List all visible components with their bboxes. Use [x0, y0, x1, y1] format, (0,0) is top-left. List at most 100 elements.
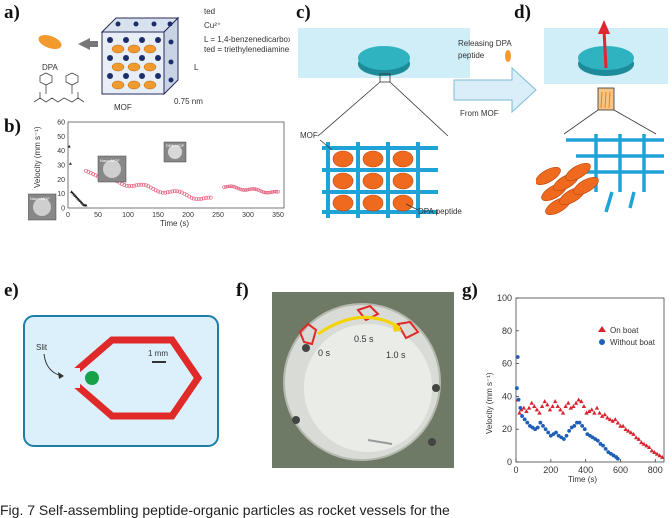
- panel-c-dpa-label: DPA peptide: [418, 207, 462, 216]
- data-point-without-boat: [580, 424, 584, 428]
- panel-e-frame: [24, 316, 218, 446]
- inset-label-3: Nano-MOF: [30, 196, 50, 201]
- y-tick-label: 60: [502, 359, 512, 369]
- legend-without-boat: Without boat: [610, 338, 656, 347]
- dpa-label: DPA: [42, 63, 59, 72]
- thrust-arrow-icon: [598, 20, 610, 34]
- panel-b-x-tick: 250: [212, 212, 224, 219]
- panel-b-x-tick: 100: [122, 212, 134, 219]
- inset-label-2: DPA-MOF: [166, 143, 185, 148]
- data-point-without-boat: [536, 426, 540, 430]
- y-tick-label: 0: [507, 457, 512, 467]
- big-arrow-icon: [454, 68, 536, 112]
- l-label: L: [194, 63, 199, 72]
- scale-label: 1 mm: [148, 349, 168, 358]
- panel-b-x-tick: 300: [242, 212, 254, 219]
- y-tick-label: 20: [502, 424, 512, 434]
- size-label: 0.75 nm: [174, 97, 203, 106]
- data-point-without-boat: [583, 427, 587, 431]
- panel-a-diagram: DPA ted Cu²⁺ L = 1,4-benzenedicarboxylat…: [28, 4, 290, 116]
- panel-c-diagram: MOF DPA peptide: [298, 22, 474, 218]
- panel-d-lattice-icon: [536, 134, 664, 216]
- data-point-without-boat: [578, 421, 582, 425]
- arrow-icon: [78, 38, 98, 50]
- x-tick-label: 800: [648, 465, 663, 475]
- panel-letter-g: g): [462, 280, 478, 302]
- panel-c-mof-label: MOF: [300, 131, 318, 140]
- data-point-without-boat: [601, 444, 605, 448]
- data-point-without-boat: [517, 398, 521, 402]
- panel-letter-f: f): [236, 280, 249, 302]
- y-tick-label: 100: [497, 293, 512, 303]
- data-point-without-boat: [567, 429, 571, 433]
- time-label-10: 1.0 s: [386, 350, 406, 360]
- mof-label: MOF: [114, 103, 132, 112]
- thrust-arrow-line: [604, 30, 606, 68]
- x-tick-label: 200: [543, 465, 558, 475]
- panel-g-xlabel: Time (s): [568, 475, 597, 484]
- dpa-structure-icon: [34, 73, 84, 102]
- panel-letter-b: b): [4, 116, 21, 138]
- mof-cube-icon: [102, 18, 178, 94]
- x-tick-label: 400: [578, 465, 593, 475]
- panel-b-y-tick: 0: [61, 206, 65, 213]
- panel-b-y-tick: 40: [57, 148, 65, 155]
- panel-b-inset-1: Nano-MOF: [98, 156, 126, 182]
- data-point-without-boat: [562, 437, 566, 441]
- panel-letter-a: a): [4, 2, 20, 24]
- panel-letter-e: e): [4, 280, 19, 302]
- data-point-without-boat: [538, 421, 542, 425]
- panel-b-y-tick: 50: [57, 134, 65, 141]
- panel-b-y-tick: 20: [57, 177, 65, 184]
- ted-label: ted: [204, 7, 215, 16]
- data-point-without-boat: [554, 431, 558, 435]
- data-point-without-boat: [572, 424, 576, 428]
- slit-gap: [60, 368, 80, 388]
- panel-b-x-tick: 0: [66, 212, 70, 219]
- data-point-without-boat: [541, 424, 545, 428]
- cu-label: Cu²⁺: [204, 21, 221, 30]
- panel-g-ylabel: Velocity (mm s⁻¹): [485, 372, 494, 434]
- releasing-text-2: peptide: [458, 51, 485, 60]
- legend-line-1: L = 1,4-benzenedicarboxylate: [204, 35, 290, 44]
- disk-top-icon: [358, 46, 410, 70]
- panel-g-chart: 020406080100 0200400600800 Velocity (mm …: [480, 286, 672, 484]
- data-point-without-boat: [520, 414, 524, 418]
- panel-b-inset-3: Nano-MOF: [28, 194, 56, 220]
- data-point-without-boat: [516, 355, 520, 359]
- data-point-without-boat: [525, 421, 529, 425]
- time-label-0: 0 s: [318, 348, 331, 358]
- panel-letter-c: c): [296, 2, 311, 24]
- panel-e-diagram: Slit 1 mm: [22, 314, 222, 450]
- panel-b-y-tick: 30: [57, 163, 65, 170]
- releasing-text-1: Releasing DPA: [458, 39, 512, 48]
- panel-b-x-tick: 200: [182, 212, 194, 219]
- data-point-without-boat: [616, 457, 620, 461]
- panel-b-x-tick: 150: [152, 212, 164, 219]
- data-point-without-boat: [523, 417, 527, 421]
- panel-b-xlabel: Time (s): [160, 219, 189, 228]
- data-point-without-boat: [596, 439, 600, 443]
- data-point-without-boat: [604, 447, 608, 451]
- y-tick-label: 80: [502, 326, 512, 336]
- inset-label-1: Nano-MOF: [100, 158, 120, 163]
- panel-d-diagram: [536, 16, 670, 216]
- slit-label: Slit: [36, 343, 48, 352]
- panel-b-inset-2: DPA-MOF: [164, 142, 186, 162]
- x-tick-label: 0: [513, 465, 518, 475]
- arrow-c-d: Releasing DPA peptide From MOF: [452, 30, 538, 122]
- data-point-without-boat: [544, 427, 548, 431]
- data-point-without-boat: [546, 431, 550, 435]
- panel-b-x-tick: 50: [94, 212, 102, 219]
- time-label-05: 0.5 s: [354, 334, 374, 344]
- peptide-capsule-icon: [505, 50, 511, 62]
- dpa-capsule-icon: [37, 32, 64, 51]
- from-mof-text: From MOF: [460, 109, 499, 118]
- x-tick-label: 600: [613, 465, 628, 475]
- data-point-without-boat: [565, 434, 569, 438]
- data-point-without-boat: [515, 386, 519, 390]
- figure-caption: Fig. 7 Self-assembling peptide-organic p…: [0, 502, 672, 518]
- data-point-without-boat: [518, 406, 522, 410]
- legend-line-2: ted = triethylenediamine: [204, 45, 290, 54]
